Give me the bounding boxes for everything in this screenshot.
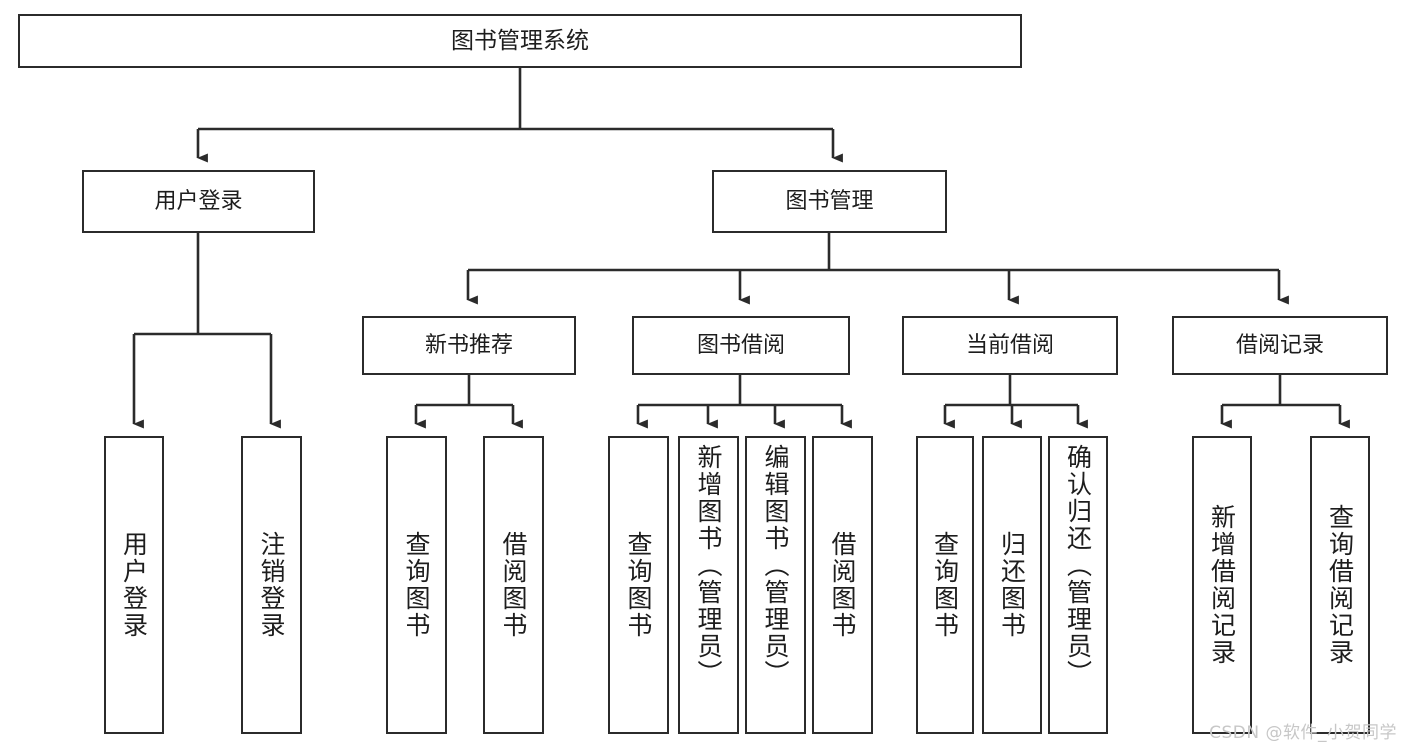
node-leaf-add-record-label: 新增借阅记录: [1207, 504, 1237, 666]
node-book-borrow-label: 图书借阅: [696, 332, 785, 358]
node-leaf-query-record-label: 查询借阅记录: [1325, 504, 1355, 666]
node-leaf-borrow-book-2[interactable]: 借阅图书: [812, 436, 873, 734]
node-leaf-query-book-1-label: 查询图书: [402, 531, 431, 639]
node-leaf-confirm-return-label: 确认归还（管理员）: [1063, 444, 1093, 687]
node-leaf-user-logout-label: 注销登录: [257, 531, 286, 639]
node-leaf-query-book-1[interactable]: 查询图书: [386, 436, 447, 734]
node-leaf-return-book[interactable]: 归还图书: [982, 436, 1042, 734]
node-leaf-query-book-2[interactable]: 查询图书: [608, 436, 669, 734]
node-current-borrow[interactable]: 当前借阅: [902, 316, 1118, 375]
node-user-login[interactable]: 用户登录: [82, 170, 315, 233]
node-leaf-edit-book-label: 编辑图书（管理员）: [761, 444, 790, 687]
node-leaf-edit-book[interactable]: 编辑图书（管理员）: [745, 436, 806, 734]
node-leaf-user-logout[interactable]: 注销登录: [241, 436, 302, 734]
node-new-book-recommend[interactable]: 新书推荐: [362, 316, 576, 375]
node-current-borrow-label: 当前借阅: [965, 332, 1054, 358]
node-leaf-add-record[interactable]: 新增借阅记录: [1192, 436, 1252, 734]
watermark-text: CSDN @软件_小贺同学: [1209, 723, 1397, 743]
node-leaf-add-book[interactable]: 新增图书（管理员）: [678, 436, 739, 734]
node-root-label: 图书管理系统: [451, 27, 589, 54]
node-leaf-user-login-label: 用户登录: [119, 531, 149, 639]
node-new-book-recommend-label: 新书推荐: [424, 332, 513, 358]
node-leaf-query-record[interactable]: 查询借阅记录: [1310, 436, 1370, 734]
node-borrow-record[interactable]: 借阅记录: [1172, 316, 1388, 375]
node-leaf-query-book-2-label: 查询图书: [624, 531, 653, 639]
node-leaf-user-login[interactable]: 用户登录: [104, 436, 164, 734]
node-book-manage-label: 图书管理: [785, 188, 874, 214]
node-user-login-label: 用户登录: [154, 188, 243, 214]
node-leaf-borrow-book-1[interactable]: 借阅图书: [483, 436, 544, 734]
node-borrow-record-label: 借阅记录: [1235, 332, 1324, 358]
node-leaf-query-book-3[interactable]: 查询图书: [916, 436, 974, 734]
node-leaf-return-book-label: 归还图书: [997, 531, 1027, 639]
node-leaf-borrow-book-2-label: 借阅图书: [828, 531, 857, 639]
node-leaf-confirm-return[interactable]: 确认归还（管理员）: [1048, 436, 1108, 734]
node-book-borrow[interactable]: 图书借阅: [632, 316, 850, 375]
node-leaf-query-book-3-label: 查询图书: [930, 531, 960, 639]
node-leaf-borrow-book-1-label: 借阅图书: [499, 531, 528, 639]
node-root[interactable]: 图书管理系统: [18, 14, 1022, 68]
node-book-manage[interactable]: 图书管理: [712, 170, 947, 233]
node-leaf-add-book-label: 新增图书（管理员）: [694, 444, 723, 687]
